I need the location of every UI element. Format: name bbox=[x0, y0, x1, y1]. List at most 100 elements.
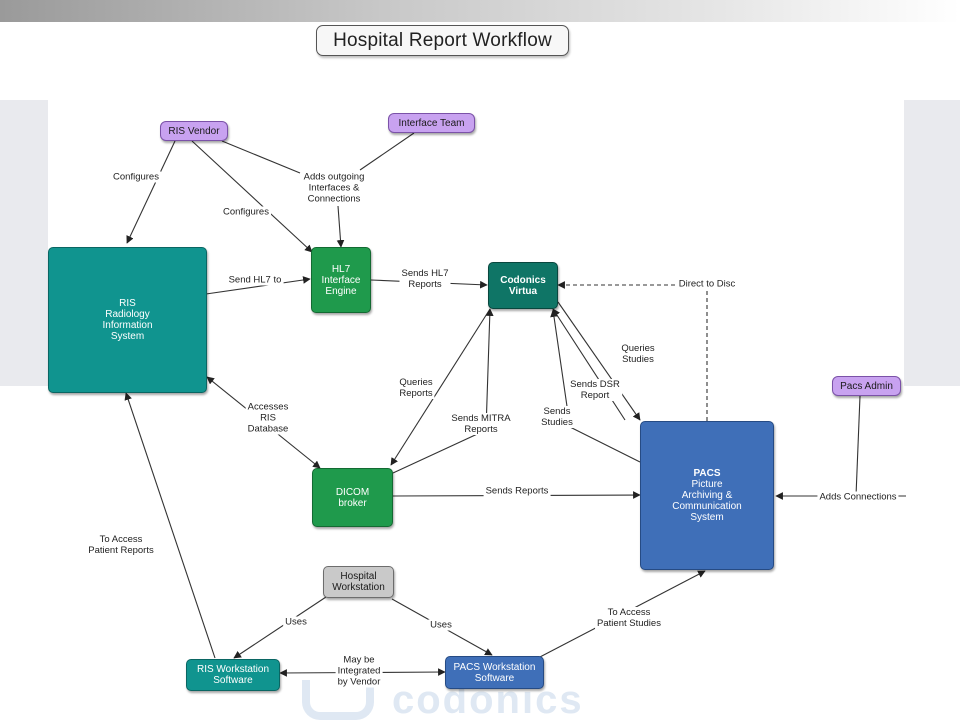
node-hospital-workstation[interactable]: Hospital Workstation bbox=[323, 566, 394, 598]
node-interface-team-label: Interface Team bbox=[398, 117, 465, 129]
label-access-patient-studies: To Access Patient Studies bbox=[595, 607, 663, 629]
label-line: Interfaces & bbox=[308, 182, 360, 194]
edge-pacs-codonics-dsr bbox=[552, 308, 626, 421]
node-ris-line: System bbox=[110, 331, 145, 342]
label-may-be-integrated: May be Integrated by Vendor bbox=[335, 654, 383, 688]
label-access-patient-reports: To Access Patient Reports bbox=[86, 534, 156, 556]
edge-interfaceteam-adds bbox=[359, 132, 415, 171]
label-line: Send HL7 to bbox=[228, 274, 282, 286]
page-title: Hospital Report Workflow bbox=[316, 25, 569, 56]
label-uses-left: Uses bbox=[283, 616, 309, 628]
node-codonics-line: Virtua bbox=[508, 285, 538, 297]
label-line: Sends MITRA bbox=[451, 413, 511, 424]
edge-risvendor-ris bbox=[126, 140, 176, 244]
node-ris-line: Radiology bbox=[105, 309, 150, 320]
node-hospital-ws-line: Workstation bbox=[332, 582, 385, 593]
label-line: To Access bbox=[99, 534, 143, 545]
label-sends-studies: Sends Studies bbox=[539, 406, 575, 428]
codonics-logo-mark bbox=[302, 680, 374, 720]
label-line: Queries bbox=[399, 377, 433, 388]
node-pacs-line: PACS bbox=[693, 468, 721, 479]
label-queries-reports: Queries Reports bbox=[397, 377, 435, 399]
node-pacs-workstation[interactable]: PACS Workstation Software bbox=[445, 656, 544, 689]
edge-codonics-pacs-queries bbox=[557, 301, 641, 421]
label-line: Sends HL7 bbox=[401, 268, 449, 279]
node-codonics-line: Codonics bbox=[500, 274, 546, 286]
label-sends-mitra: Sends MITRA Reports bbox=[449, 413, 513, 435]
label-sends-dsr: Sends DSR Report bbox=[568, 379, 622, 401]
edge-hospital-risws bbox=[233, 596, 327, 659]
label-line: Connections bbox=[307, 193, 361, 205]
node-pacs-line: Picture bbox=[691, 479, 723, 490]
label-direct-to-disc: Direct to Disc bbox=[676, 278, 738, 290]
label-accesses-ris: Accesses RIS Database bbox=[245, 401, 291, 435]
node-interface-team[interactable]: Interface Team bbox=[388, 113, 475, 133]
edge-codonics-dicom-queries bbox=[390, 308, 491, 466]
label-configures-right: Configures bbox=[221, 206, 271, 218]
label-send-hl7: Send HL7 to bbox=[226, 274, 284, 286]
node-pacs[interactable]: PACS Picture Archiving & Communication S… bbox=[640, 421, 774, 570]
label-line: Uses bbox=[285, 616, 307, 628]
label-line: Adds Connections bbox=[819, 491, 897, 503]
label-line: Sends Reports bbox=[485, 485, 549, 497]
node-dicom-line: DICOM bbox=[335, 486, 370, 498]
background-band-left bbox=[0, 100, 48, 386]
node-ris-ws-line: RIS Workstation bbox=[196, 664, 270, 675]
edge-pacsadmin-pacs bbox=[855, 395, 861, 497]
node-dicom-line: broker bbox=[338, 497, 367, 509]
edge-risvendor-adds bbox=[221, 140, 301, 174]
node-hl7-line: HL7 bbox=[331, 263, 351, 275]
label-line: Reports bbox=[408, 279, 442, 290]
node-codonics-virtua[interactable]: Codonics Virtua bbox=[488, 262, 558, 309]
label-line: Reports bbox=[399, 388, 433, 399]
node-pacs-line: Archiving & bbox=[681, 490, 733, 501]
node-hl7-engine[interactable]: HL7 Interface Engine bbox=[311, 247, 371, 313]
label-line: Studies bbox=[541, 417, 573, 428]
background-band-right bbox=[904, 100, 960, 386]
node-ris-line: RIS bbox=[119, 298, 136, 309]
edge-risws-ris bbox=[124, 392, 216, 659]
label-line: Studies bbox=[622, 354, 654, 365]
label-sends-reports: Sends Reports bbox=[483, 485, 551, 497]
node-ris[interactable]: RIS Radiology Information System bbox=[48, 247, 207, 393]
edge-risvendor-hl7 bbox=[191, 140, 313, 253]
label-line: RIS bbox=[260, 412, 276, 424]
label-line: Uses bbox=[430, 619, 452, 631]
label-line: Sends DSR bbox=[570, 379, 620, 390]
label-uses-right: Uses bbox=[428, 619, 454, 631]
node-dicom-broker[interactable]: DICOM broker bbox=[312, 468, 393, 527]
node-pacs-admin-label: Pacs Admin bbox=[840, 380, 893, 392]
label-line: Adds outgoing bbox=[303, 171, 365, 183]
node-ris-line: Information bbox=[102, 320, 153, 331]
node-hl7-line: Engine bbox=[325, 285, 357, 297]
label-adds-connections: Adds Connections bbox=[817, 491, 899, 503]
label-line: Sends bbox=[543, 406, 571, 417]
label-line: Patient Studies bbox=[597, 618, 661, 629]
label-line: Configures bbox=[223, 206, 269, 218]
label-line: Integrated bbox=[337, 665, 381, 677]
label-adds-outgoing: Adds outgoing Interfaces & Connections bbox=[301, 171, 367, 205]
node-hospital-ws-line: Hospital bbox=[340, 571, 377, 582]
label-line: Reports bbox=[464, 424, 498, 435]
label-configures-left: Configures bbox=[111, 171, 161, 183]
node-hl7-line: Interface bbox=[321, 274, 361, 286]
label-line: by Vendor bbox=[337, 676, 381, 688]
node-pacs-line: Communication bbox=[672, 501, 742, 512]
node-ris-ws-line: Software bbox=[213, 675, 253, 686]
label-line: Patient Reports bbox=[88, 545, 154, 556]
node-pacs-ws-line: PACS Workstation bbox=[453, 661, 536, 673]
label-line: Database bbox=[247, 423, 289, 435]
label-line: Report bbox=[580, 390, 610, 401]
node-ris-workstation[interactable]: RIS Workstation Software bbox=[186, 659, 280, 691]
node-ris-vendor-label: RIS Vendor bbox=[168, 125, 220, 137]
label-line: Queries bbox=[621, 343, 655, 354]
node-pacs-ws-line: Software bbox=[474, 672, 515, 684]
label-line: Configures bbox=[113, 171, 159, 183]
label-queries-studies: Queries Studies bbox=[619, 343, 657, 365]
label-line: Direct to Disc bbox=[678, 278, 736, 290]
node-pacs-admin[interactable]: Pacs Admin bbox=[832, 376, 901, 396]
label-sends-hl7-reports: Sends HL7 Reports bbox=[399, 268, 451, 290]
node-ris-vendor[interactable]: RIS Vendor bbox=[160, 121, 228, 141]
edge-ris-hl7 bbox=[205, 276, 311, 295]
edge-adds-hl7 bbox=[336, 205, 345, 248]
